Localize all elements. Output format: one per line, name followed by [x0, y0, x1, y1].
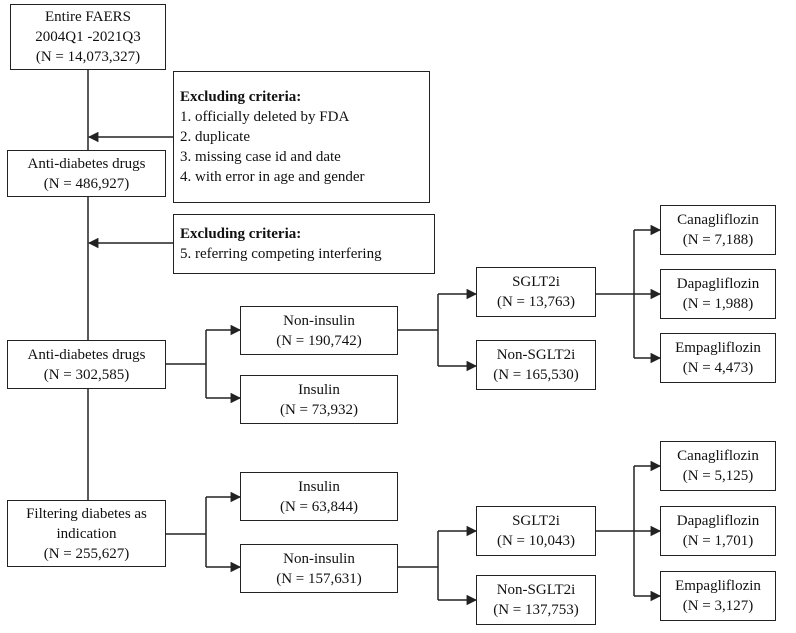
criteria-item: 2. duplicate — [180, 129, 250, 145]
entire-faers-box: Entire FAERS 2004Q1 -2021Q3 (N = 14,073,… — [10, 4, 166, 70]
box-line: Anti-diabetes drugs — [27, 155, 146, 172]
excluding-criteria-box-1: Excluding criteria: 1. officially delete… — [173, 71, 430, 203]
box-line: Non-insulin — [283, 312, 355, 329]
box-line: Non-SGLT2i — [496, 582, 576, 598]
canagliflozin-box-2: Canagliflozin (N = 5,125) — [660, 441, 776, 491]
insulin-box-2: Insulin (N = 63,844) — [240, 472, 398, 521]
box-line: (N = 137,753) — [493, 602, 579, 618]
box-line: (N = 10,043) — [496, 533, 576, 549]
excluding-criteria-heading: Excluding criteria: — [180, 226, 302, 242]
box-line: SGLT2i — [512, 513, 560, 529]
criteria-item: 5. referring competing interfering — [180, 246, 382, 262]
criteria-item: 3. missing case id and date — [180, 149, 341, 165]
box-line: (N = 255,627) — [43, 545, 130, 562]
box-line: Canagliflozin — [677, 448, 759, 464]
box-line: (N = 190,742) — [276, 332, 362, 349]
box-line: (N = 157,631) — [276, 570, 362, 587]
box-line: Anti-diabetes drugs — [27, 346, 146, 363]
anti-diabetes-box-1: Anti-diabetes drugs (N = 486,927) — [7, 150, 166, 197]
box-line: (N = 302,585) — [43, 366, 130, 383]
non-sglt2i-box-1: Non-SGLT2i (N = 165,530) — [476, 340, 596, 390]
box-line: (N = 165,530) — [493, 367, 579, 383]
box-line: (N = 5,125) — [682, 468, 754, 484]
dapagliflozin-box-1: Dapagliflozin (N = 1,988) — [660, 269, 776, 319]
box-line: Insulin — [298, 478, 340, 495]
sglt2i-box-1: SGLT2i (N = 13,763) — [476, 267, 596, 317]
empagliflozin-box-2: Empagliflozin (N = 3,127) — [660, 571, 776, 621]
sglt2i-box-2: SGLT2i (N = 10,043) — [476, 506, 596, 556]
excluding-criteria-heading: Excluding criteria: — [180, 89, 302, 105]
box-line: (N = 63,844) — [279, 498, 359, 515]
filtering-diabetes-box: Filtering diabetes as indication (N = 25… — [7, 500, 166, 567]
box-line: (N = 3,127) — [682, 598, 754, 614]
dapagliflozin-box-2: Dapagliflozin (N = 1,701) — [660, 506, 776, 556]
non-insulin-box-1: Non-insulin (N = 190,742) — [240, 306, 398, 355]
excluding-criteria-box-2: Excluding criteria: 5. referring competi… — [173, 214, 435, 274]
box-line: Non-insulin — [283, 550, 355, 567]
box-line: (N = 4,473) — [682, 360, 754, 376]
box-line: (N = 1,988) — [682, 296, 754, 312]
box-line: SGLT2i — [512, 274, 560, 290]
box-line: (N = 73,932) — [279, 401, 359, 418]
box-line: (N = 1,701) — [682, 533, 754, 549]
box-line: Canagliflozin — [677, 212, 759, 228]
criteria-item: 4. with error in age and gender — [180, 169, 365, 185]
box-line: Entire FAERS — [45, 9, 131, 25]
non-sglt2i-box-2: Non-SGLT2i (N = 137,753) — [476, 575, 596, 625]
anti-diabetes-box-2: Anti-diabetes drugs (N = 302,585) — [7, 340, 166, 389]
box-line: Filtering diabetes as — [26, 505, 147, 522]
box-line: Dapagliflozin — [676, 513, 760, 529]
box-line: (N = 14,073,327) — [35, 49, 141, 65]
empagliflozin-box-1: Empagliflozin (N = 4,473) — [660, 333, 776, 383]
box-line: (N = 7,188) — [682, 232, 754, 248]
box-line: Insulin — [298, 381, 340, 398]
box-line: Dapagliflozin — [676, 276, 760, 292]
box-line: Non-SGLT2i — [496, 347, 576, 363]
criteria-item: 1. officially deleted by FDA — [180, 109, 350, 125]
box-line: Empagliflozin — [675, 578, 761, 594]
box-line: (N = 486,927) — [43, 175, 130, 192]
box-line: 2004Q1 -2021Q3 — [35, 29, 141, 45]
canagliflozin-box-1: Canagliflozin (N = 7,188) — [660, 205, 776, 255]
box-line: Empagliflozin — [675, 340, 761, 356]
non-insulin-box-2: Non-insulin (N = 157,631) — [240, 544, 398, 593]
insulin-box-1: Insulin (N = 73,932) — [240, 375, 398, 424]
box-line: (N = 13,763) — [496, 294, 576, 310]
box-line: indication — [56, 525, 117, 542]
